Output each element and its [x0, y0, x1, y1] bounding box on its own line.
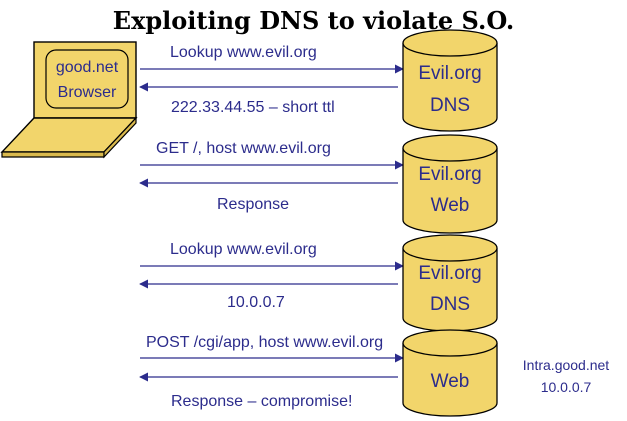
server-label-1-line1: Evil.org: [418, 63, 482, 84]
response-label-3: 10.0.0.7: [227, 294, 285, 311]
server-label-3-line2: DNS: [429, 294, 471, 315]
response-label-2: Response: [217, 196, 290, 213]
server-label-4-line2: Web: [430, 371, 470, 392]
server-label-3-line1: Evil.org: [418, 263, 482, 284]
response-label-4: Response – compromise!: [171, 393, 353, 410]
intranet-host-label: Intra.good.net: [522, 357, 610, 373]
request-label-2: GET /, host www.evil.org: [156, 140, 331, 157]
evil-web-server-icon: [402, 134, 498, 234]
request-label-1: Lookup www.evil.org: [170, 44, 317, 61]
evil-dns-server-2-icon: [402, 234, 498, 332]
browser-label-line2: Browser: [57, 84, 117, 101]
request-label-4: POST /cgi/app, host www.evil.org: [146, 334, 384, 351]
evil-dns-server-1-icon: [402, 29, 498, 132]
server-label-1-line2: DNS: [429, 95, 471, 116]
laptop-icon: [0, 41, 138, 159]
server-label-2-line1: Evil.org: [418, 164, 482, 185]
intranet-ip-label: 10.0.0.7: [540, 379, 592, 395]
request-label-3: Lookup www.evil.org: [170, 241, 317, 258]
response-label-1: 222.33.44.55 – short ttl: [171, 99, 335, 116]
browser-label-line1: good.net: [55, 59, 119, 76]
server-label-2-line2: Web: [430, 195, 470, 216]
intranet-web-server-icon: [402, 329, 498, 417]
